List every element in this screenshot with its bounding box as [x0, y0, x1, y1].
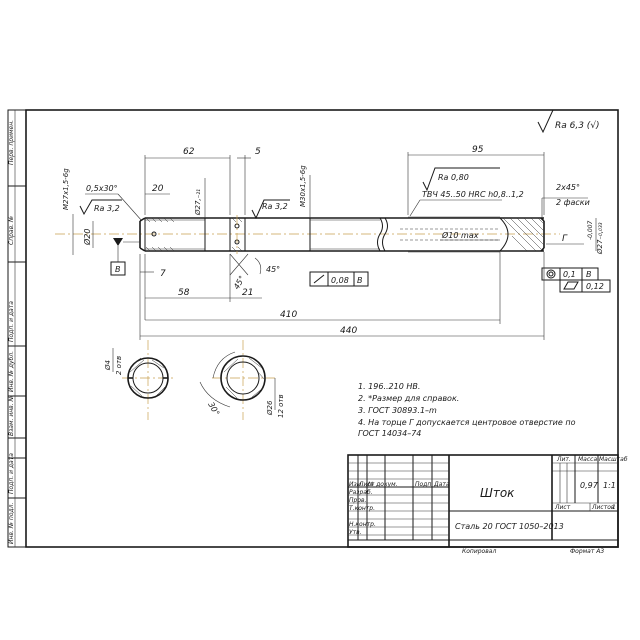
dimensions: 95 62 5 20 Ø27,₋₂₁ M27x1,5-6g Ø20 0,5x30… [62, 145, 611, 340]
side-stamp-6: Подп. и дата [8, 453, 15, 494]
tb-header-sign: Подп. [415, 481, 433, 488]
tb-header-date: Дата [433, 481, 450, 488]
section-left-holes: 2 отв [115, 356, 123, 375]
ra-mid: Ra 3,2 [262, 202, 288, 211]
dim-chamfer-right2: 2 фаски [556, 198, 590, 207]
runout-value: 0,08 [331, 276, 349, 285]
tb-role-check: Пров. [349, 497, 367, 504]
shaft-main-view [55, 215, 560, 254]
section-right-holes: 12 отв [277, 394, 285, 418]
cyl-tol-value: 0,12 [586, 282, 604, 291]
tb-mass-value: 0,97 [580, 481, 599, 490]
dim-thread-mid: M30x1,5-6g [299, 165, 307, 207]
tb-role-approve: Утв. [349, 529, 362, 536]
dim-chamfer-left: 0,5x30° [86, 184, 118, 193]
dim-7: 7 [160, 269, 166, 279]
dim-phi20: Ø20 [82, 229, 92, 246]
ra-left: Ra 3,2 [94, 204, 120, 213]
tb-material: Сталь 20 ГОСТ 1050–2013 [455, 522, 564, 531]
dim-58: 58 [178, 288, 190, 298]
note-5: ГОСТ 14034–74 [358, 429, 421, 438]
side-stamp-column [7, 109, 27, 548]
dim-440: 440 [340, 326, 357, 336]
round-tol-datum: В [586, 270, 592, 279]
tb-header-izm: Изм. [349, 481, 363, 488]
runout-datum: В [357, 276, 363, 285]
datum-b-left: В [115, 265, 121, 274]
tb-header-doc: № докум. [367, 481, 398, 488]
round-tol-value: 0,1 [563, 270, 576, 279]
section-left-phi4: Ø4 [104, 360, 112, 371]
sheet-frame [25, 109, 619, 548]
side-stamp-2: Справ. № [8, 216, 15, 245]
dim-95: 95 [472, 145, 484, 155]
dim-phi27-top: Ø27,₋₂₁ [194, 189, 202, 216]
section-right-phi26: Ø26 [266, 400, 274, 416]
tb-role-tcontrol: Т.контр. [349, 505, 375, 512]
side-stamp-strip: Перв. примен. Справ. № Подп. и дата Инв.… [8, 110, 26, 547]
section-right-angle: 30° [206, 401, 221, 418]
note-2: 2. *Размер для справок. [358, 394, 459, 403]
heat-treatment: ТВЧ 45..50 HRC h0,8..1,2 [422, 190, 524, 199]
dim-phi27-right-tol: -0,007 [587, 220, 594, 240]
note-4: 4. На торце Г допускается центровое отве… [358, 418, 576, 427]
tb-sheets-label: Листов [591, 504, 615, 511]
section-right: 30° Ø26 12 отв [199, 340, 285, 420]
dim-5: 5 [255, 147, 261, 157]
side-stamp-4: Инв. № дубл. [8, 351, 15, 392]
technical-notes: 1. 196..210 НВ. 2. *Размер для справок. … [358, 382, 576, 438]
side-stamp-5: Взам. инв. № [8, 395, 15, 436]
note-3: 3. ГОСТ 30893.1–m [358, 406, 437, 415]
dim-phi27-right: Ø27₋₀,₀₃₃ [596, 222, 604, 255]
tb-scale-header: Масштаб [599, 456, 628, 463]
dim-phi10-max: Ø10 max [441, 230, 479, 240]
tb-scale-value: 1:1 [603, 481, 616, 490]
tb-role-ncontrol: Н.контр. [349, 521, 376, 528]
tb-sheet-label: Лист [554, 504, 571, 511]
tb-format: Формат А3 [570, 548, 604, 555]
dim-62: 62 [183, 147, 195, 157]
section-left: Ø4 2 отв [104, 340, 175, 420]
dim-21: 21 [242, 288, 253, 298]
surface-g-label: Г [562, 234, 568, 244]
title-block: Изм. Лист № докум. Подп. Дата Разраб. Пр… [347, 454, 628, 555]
tb-part-name: Шток [480, 486, 515, 500]
side-stamp-3: Подп. и дата [8, 301, 15, 342]
general-roughness-text: Ra 6,3 (√) [555, 120, 600, 131]
dim-20: 20 [152, 184, 164, 194]
tb-sheets-count: 1 [612, 504, 616, 511]
tb-copied: Копировал [462, 548, 496, 555]
general-roughness-symbol: Ra 6,3 (√) [537, 109, 600, 134]
tb-header-list: Лист [358, 481, 375, 488]
tb-mass-header: Масса [578, 456, 597, 463]
side-stamp-7: Инв. № подл. [8, 503, 15, 544]
tb-lit-header: Лит. [556, 456, 571, 463]
dim-chamfer-right: 2x45° [556, 183, 580, 192]
tb-role-dev: Разраб. [349, 489, 373, 496]
ra-top: Ra 0,80 [438, 173, 469, 182]
dim-thread-left: M27x1,5-6g [62, 168, 70, 210]
dim-410: 410 [280, 310, 297, 320]
side-stamp-1: Перв. примен. [8, 120, 15, 165]
note-1: 1. 196..210 НВ. [358, 382, 420, 391]
dim-45deg: 45° [266, 265, 280, 274]
